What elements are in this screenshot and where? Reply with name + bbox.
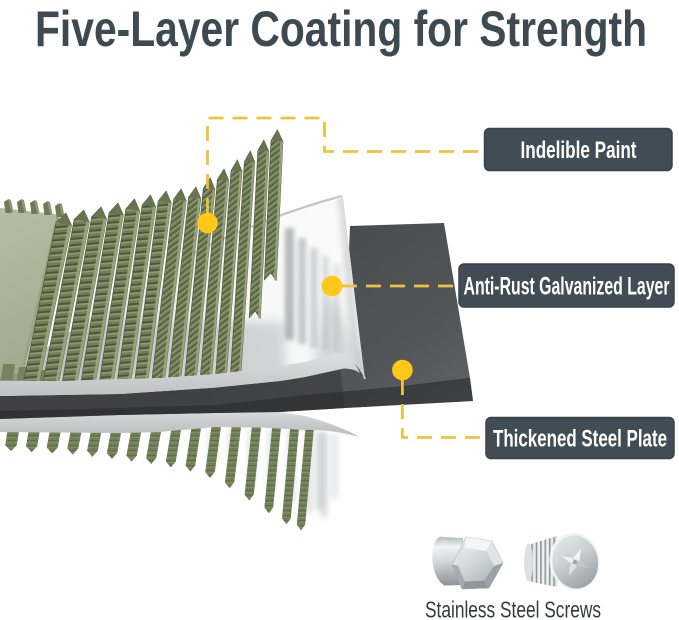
svg-text:Thickened Steel Plate: Thickened Steel Plate: [493, 426, 667, 453]
svg-text:Anti-Rust Galvanized Layer: Anti-Rust Galvanized Layer: [464, 273, 670, 301]
svg-text:Indelible Paint: Indelible Paint: [521, 137, 637, 164]
svg-text:Five-Layer Coating for Strengt: Five-Layer Coating for Strength: [35, 1, 647, 57]
svg-text:Stainless Steel Screws: Stainless Steel Screws: [425, 597, 601, 620]
